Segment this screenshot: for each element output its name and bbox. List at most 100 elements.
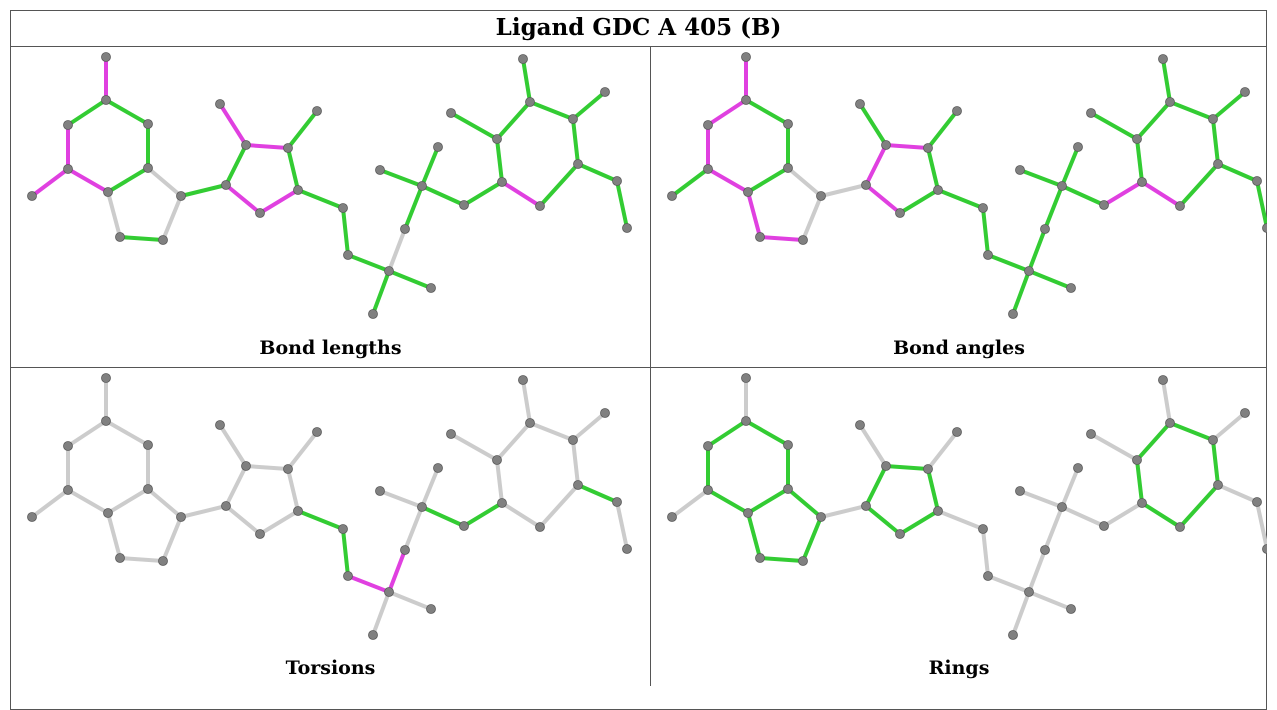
atom-36	[612, 176, 622, 186]
bond-35	[528, 100, 575, 121]
atom-30	[1086, 429, 1096, 439]
bond-34	[521, 57, 532, 104]
caption-bond-lengths: Bond lengths	[259, 337, 402, 359]
bond-41	[500, 501, 542, 529]
bond-17	[864, 504, 902, 536]
atom-11	[861, 180, 871, 190]
atom-32	[1165, 418, 1175, 428]
caption-bond-angles: Bond angles	[893, 337, 1025, 359]
atom-5	[703, 485, 713, 495]
atom-5	[63, 485, 73, 495]
bond-17	[864, 183, 902, 215]
bond-9	[118, 556, 165, 563]
atom-32	[525, 418, 535, 428]
bond-13	[224, 143, 248, 187]
atom-15	[952, 106, 962, 116]
atom-10	[816, 512, 826, 522]
atom-38	[535, 522, 545, 532]
bond-7	[30, 167, 70, 198]
bond-19	[926, 430, 959, 471]
bond-21	[341, 527, 350, 578]
atom-8	[755, 232, 765, 242]
atom-4	[743, 508, 753, 518]
atom-6	[703, 441, 713, 451]
bond-19	[926, 109, 959, 150]
bond-10	[161, 515, 183, 563]
atom-27	[1099, 521, 1109, 531]
atom-1	[101, 416, 111, 426]
bond-41	[1140, 180, 1182, 208]
atom-28	[497, 177, 507, 187]
bond-11	[786, 166, 823, 198]
bond-30	[1102, 180, 1144, 207]
bond-20	[296, 509, 345, 531]
bond-31	[1135, 458, 1144, 505]
atom-34	[600, 408, 610, 418]
atom-20	[384, 587, 394, 597]
bond-25	[1027, 548, 1047, 594]
atom-37	[622, 544, 632, 554]
atom-19	[343, 250, 353, 260]
atom-18	[338, 203, 348, 213]
atom-15	[312, 427, 322, 437]
bond-21	[981, 206, 990, 257]
atom-26	[417, 181, 427, 191]
molecule-rings	[667, 373, 1267, 640]
bond-25	[1027, 227, 1047, 273]
bond-4	[66, 167, 110, 194]
bond-28	[378, 489, 424, 509]
bond-41	[500, 180, 542, 208]
bond-19	[286, 430, 319, 471]
atom-4	[103, 508, 113, 518]
bond-36	[571, 90, 607, 121]
bond-31	[495, 137, 504, 184]
atom-14	[283, 143, 293, 153]
bond-25	[387, 548, 407, 594]
atom-0	[741, 52, 751, 62]
atom-8	[115, 553, 125, 563]
bond-36	[1211, 411, 1247, 442]
atom-9	[158, 556, 168, 566]
atom-22	[1008, 309, 1018, 319]
atom-31	[518, 54, 528, 64]
atom-34	[1240, 87, 1250, 97]
bond-9	[758, 556, 805, 563]
bond-35	[1168, 421, 1215, 442]
bond-4	[66, 488, 110, 515]
atom-6	[63, 441, 73, 451]
atom-1	[741, 416, 751, 426]
atom-2	[783, 440, 793, 450]
bond-11	[786, 487, 823, 519]
atom-31	[518, 375, 528, 385]
atom-1	[101, 95, 111, 105]
atom-12	[855, 420, 865, 430]
bond-14	[884, 464, 930, 471]
bond-38	[1216, 483, 1259, 504]
atom-6	[63, 120, 73, 130]
atom-17	[895, 529, 905, 539]
atom-29	[1132, 134, 1142, 144]
bond-30	[462, 501, 504, 528]
atom-33	[1208, 114, 1218, 124]
bond-9	[758, 235, 805, 242]
bond-32	[449, 432, 499, 462]
caption-torsions: Torsions	[285, 657, 376, 679]
atom-3	[143, 484, 153, 494]
atom-2	[143, 119, 153, 129]
atom-20	[384, 266, 394, 276]
atom-22	[368, 630, 378, 640]
atom-17	[255, 529, 265, 539]
atom-25	[1015, 165, 1025, 175]
bond-39	[1255, 179, 1267, 230]
atom-30	[1086, 108, 1096, 118]
atom-38	[535, 201, 545, 211]
bond-23	[1027, 590, 1073, 611]
atom-2	[143, 440, 153, 450]
atom-6	[703, 120, 713, 130]
bond-1	[104, 98, 150, 126]
panel-rings: Rings	[651, 368, 1267, 683]
bond-7	[670, 167, 710, 198]
bond-15	[926, 146, 940, 192]
bond-3	[106, 487, 150, 515]
atom-9	[798, 235, 808, 245]
